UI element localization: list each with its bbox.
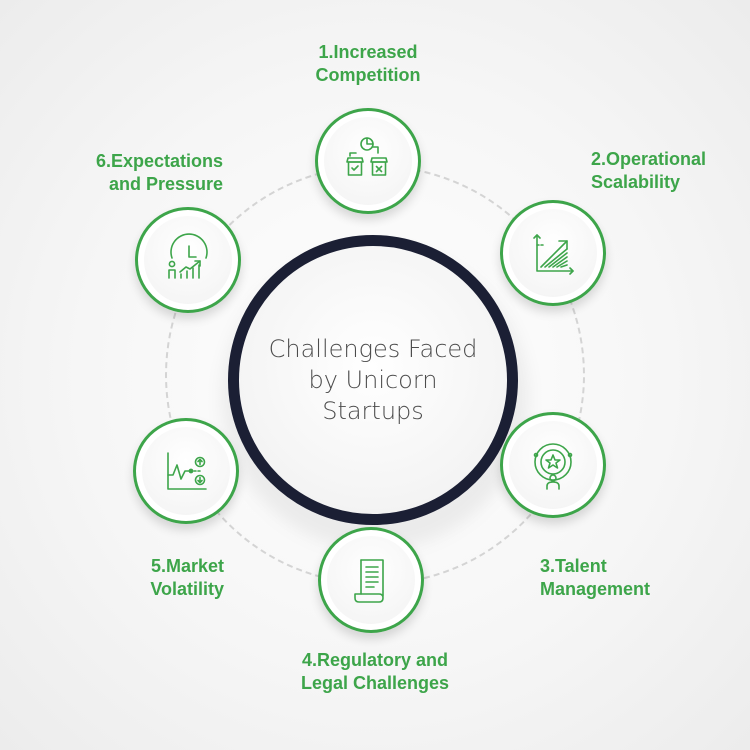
node-operational-scalability	[500, 200, 606, 306]
node-market-volatility	[133, 418, 239, 524]
center-title: Challenges Faced by Unicorn Startups	[268, 334, 478, 425]
label-expectations-pressure: 6.Expectations and Pressure	[95, 151, 223, 194]
node-talent-management	[500, 412, 606, 518]
volatility-chart-icon	[167, 452, 207, 490]
node-expectations-pressure	[135, 207, 241, 313]
label-market-volatility: 5.Market Volatility	[150, 556, 224, 599]
center-circle: Challenges Faced by Unicorn Startups	[228, 235, 518, 525]
store-comparison-icon	[346, 137, 388, 176]
label-talent-management: 3.Talent Management	[540, 556, 651, 599]
growth-chart-icon	[533, 234, 574, 275]
talent-star-person-icon	[533, 443, 573, 490]
node-increased-competition	[315, 108, 421, 214]
label-increased-competition: 1.Increased Competition	[315, 42, 421, 85]
legal-document-icon	[354, 559, 384, 603]
label-regulatory-legal: 4.Regulatory and Legal Challenges	[300, 650, 450, 693]
label-operational-scalability: 2.Operational Scalability	[591, 149, 707, 192]
clock-growth-person-icon	[168, 233, 208, 279]
node-regulatory-legal	[318, 527, 424, 633]
